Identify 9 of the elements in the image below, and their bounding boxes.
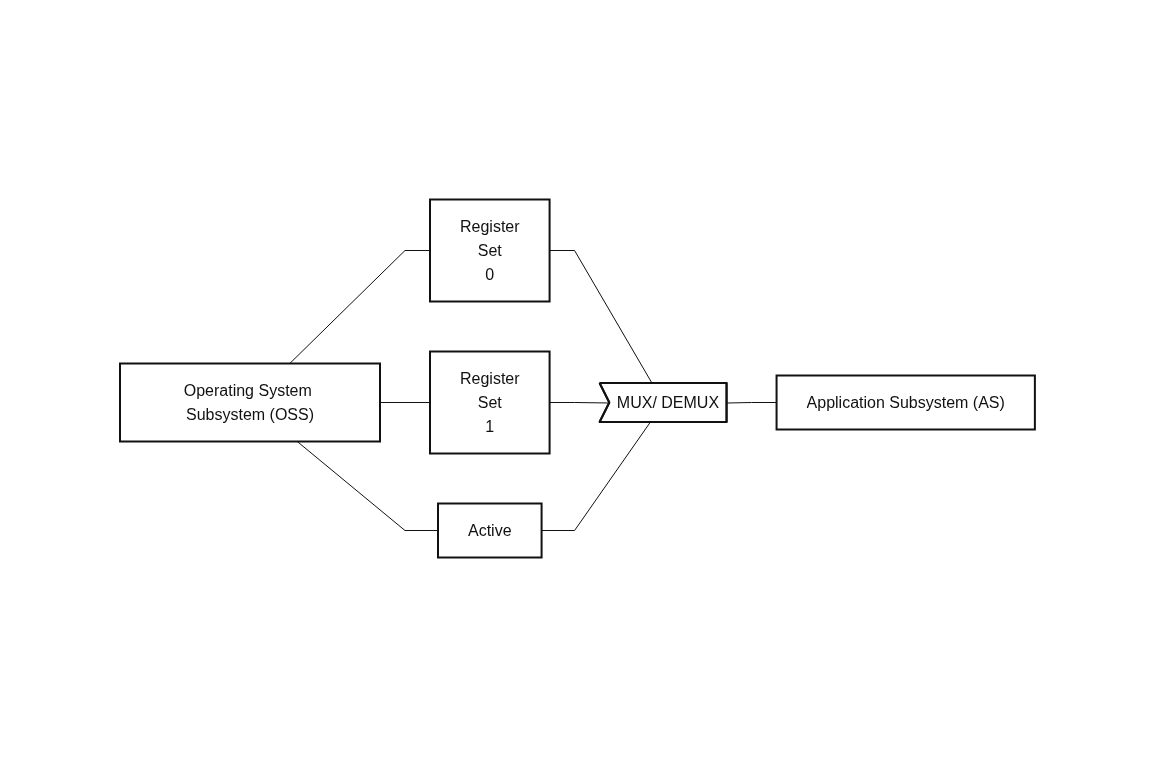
node-box: Operating System Subsystem (OSS) [119,362,382,443]
connector [541,422,651,531]
connector [289,250,431,364]
node-box: Register Set 1 [429,350,551,455]
connector [296,441,439,531]
node-box: Application Subsystem (AS) [775,374,1036,431]
connector [549,250,653,384]
node-box: Register Set 0 [429,198,551,303]
node-box: Active [437,502,543,559]
